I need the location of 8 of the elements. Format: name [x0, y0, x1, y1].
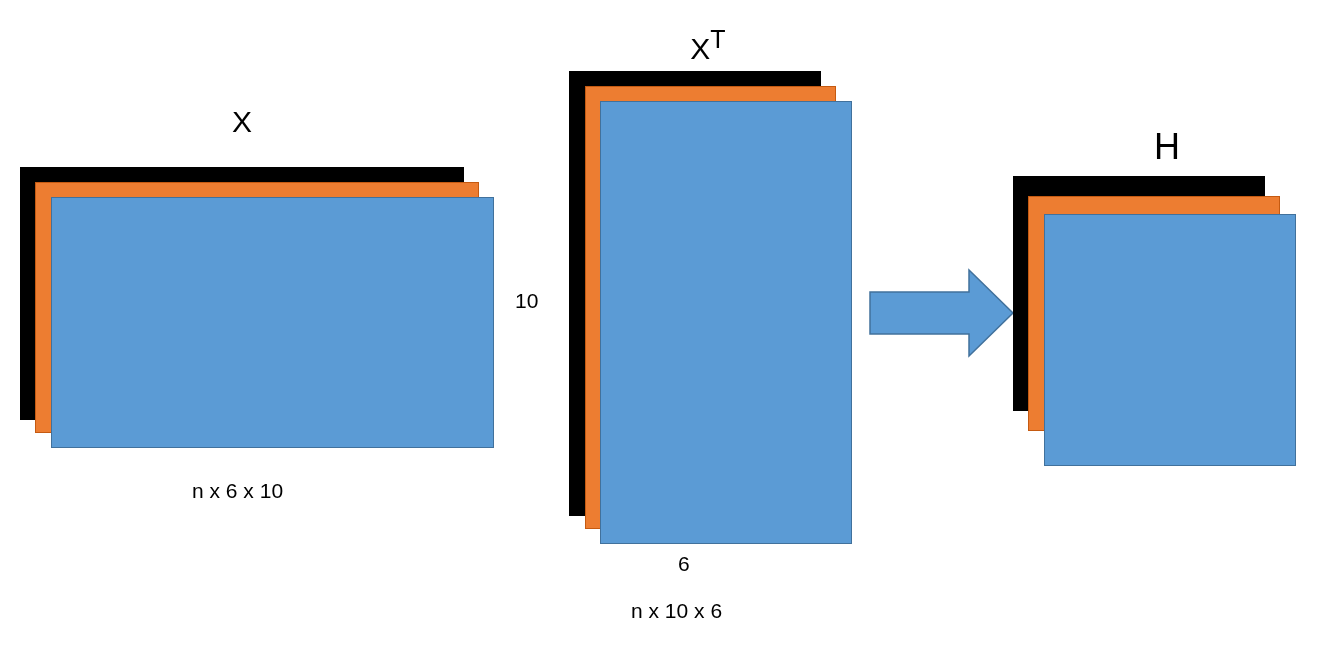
dimension-label: 6 [678, 553, 690, 574]
matrix-title: X [232, 107, 252, 137]
matrix-title: X$^{T}$ [690, 27, 726, 64]
dimension-label: 10 [515, 290, 539, 311]
dimension-caption: n x 10 x 6 [631, 600, 723, 621]
block-arrow [869, 268, 1015, 358]
matrix-title: H [1154, 129, 1180, 165]
dimension-caption: n x 6 x 10 [192, 480, 284, 501]
